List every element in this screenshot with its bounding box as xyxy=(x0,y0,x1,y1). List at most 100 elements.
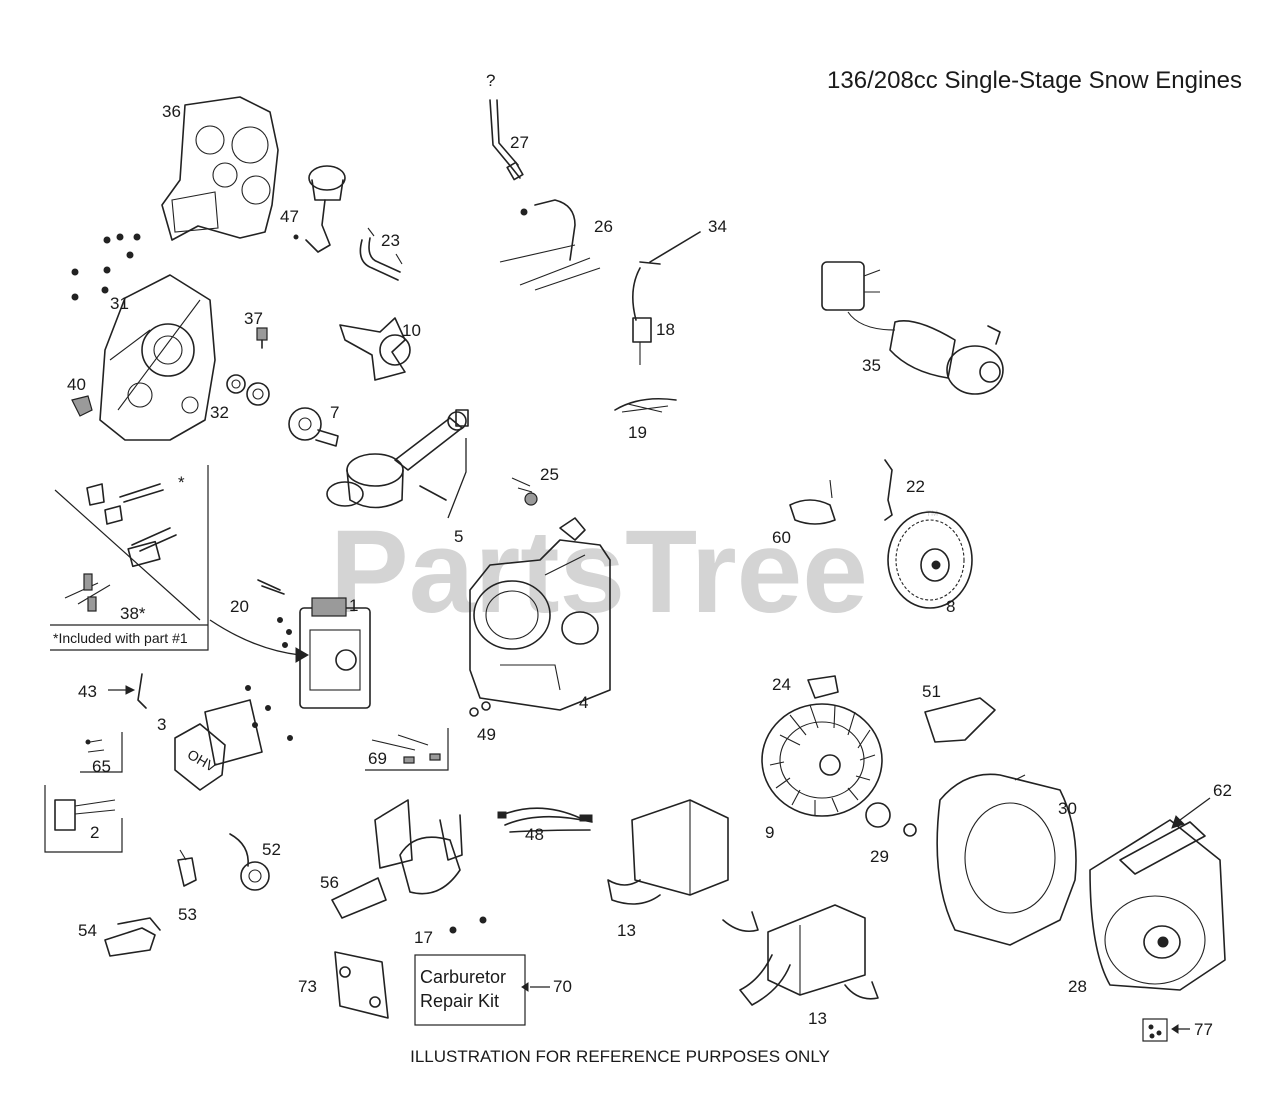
label-73: 73 xyxy=(298,977,317,996)
label-35: 35 xyxy=(862,356,881,375)
oil-sensor-52[interactable] xyxy=(229,833,270,891)
label-37: 37 xyxy=(244,309,263,328)
label-24: 24 xyxy=(772,675,791,694)
cylinder-stud-20[interactable] xyxy=(257,579,285,595)
label-17: 17 xyxy=(414,928,433,947)
label-31: 31 xyxy=(110,294,129,313)
label-69: 69 xyxy=(368,749,387,768)
oil-fill-cap-47[interactable] xyxy=(293,165,346,253)
included-with-part-1-note: *Included with part #1 xyxy=(53,630,188,646)
label-5: 5 xyxy=(454,527,463,546)
hardware-kit-69[interactable] xyxy=(365,728,449,771)
ground-wire-34[interactable] xyxy=(632,231,701,365)
label-3: 3 xyxy=(157,715,166,734)
label-23: 23 xyxy=(381,231,400,250)
label-13a: 13 xyxy=(617,921,636,940)
wire-harness-19[interactable] xyxy=(614,397,677,413)
valve-cover-3[interactable]: OHV xyxy=(174,685,293,791)
label-48: 48 xyxy=(525,825,544,844)
bearings-32[interactable] xyxy=(226,374,270,406)
callout-labels: 36 47 23 27 26 34 18 35 31 37 10 40 32 7… xyxy=(67,102,1232,1039)
label-77: 77 xyxy=(1194,1020,1213,1039)
choke-plate-73[interactable] xyxy=(334,951,389,1019)
drain-plug-40[interactable] xyxy=(71,395,93,417)
carb-kit-line2: Repair Kit xyxy=(420,991,499,1011)
label-38: 38* xyxy=(120,604,146,623)
governor-rod-27[interactable] xyxy=(489,99,524,181)
label-54: 54 xyxy=(78,921,97,940)
flywheel-fan-9[interactable] xyxy=(761,703,883,817)
bracket-56[interactable] xyxy=(331,877,387,919)
keys-54[interactable] xyxy=(104,917,161,957)
label-26: 26 xyxy=(594,217,613,236)
label-43: 43 xyxy=(78,682,97,701)
gasket-36[interactable] xyxy=(161,96,279,241)
carb-kit-line1: Carburetor xyxy=(420,967,506,987)
sensor-37[interactable] xyxy=(256,327,268,349)
bracket-24[interactable] xyxy=(807,675,839,699)
unknown-part-marker: ? xyxy=(486,71,495,90)
kit-38-frame xyxy=(50,465,209,651)
label-20: 20 xyxy=(230,597,249,616)
label-10: 10 xyxy=(402,321,421,340)
label-40: 40 xyxy=(67,375,86,394)
pin-43[interactable] xyxy=(108,673,147,709)
label-2: 2 xyxy=(90,823,99,842)
bolt-set-65[interactable] xyxy=(80,732,123,773)
parts-tree-watermark: PartsTree xyxy=(330,506,868,638)
label-49: 49 xyxy=(477,725,496,744)
label-70: 70 xyxy=(553,977,572,996)
muffler-13a[interactable] xyxy=(607,799,759,933)
label-34: 34 xyxy=(708,217,727,236)
label-star: * xyxy=(178,473,185,492)
flywheel-8[interactable] xyxy=(887,511,973,609)
engine-block-4[interactable] xyxy=(469,517,611,711)
crankcase-cover-31[interactable] xyxy=(71,233,216,441)
breather-hose-23[interactable] xyxy=(359,227,403,281)
label-27: 27 xyxy=(510,133,529,152)
camshaft-gear-7[interactable] xyxy=(288,407,339,447)
blower-housing-30[interactable] xyxy=(936,773,1077,946)
bracket-22[interactable] xyxy=(884,459,893,521)
wire-connectors-48[interactable] xyxy=(497,807,593,833)
label-4: 4 xyxy=(579,693,588,712)
label-13b: 13 xyxy=(808,1009,827,1028)
label-52: 52 xyxy=(262,840,281,859)
label-56: 56 xyxy=(320,873,339,892)
shield-51[interactable] xyxy=(924,697,996,743)
watermark-trademark: ™ xyxy=(925,507,939,523)
switch-53[interactable] xyxy=(177,849,197,887)
diagram-title: 136/208cc Single-Stage Snow Engines xyxy=(827,67,1242,94)
label-1: 1 xyxy=(349,596,358,615)
label-65: 65 xyxy=(92,757,111,776)
valve-kit-38[interactable] xyxy=(64,483,177,612)
muffler-13b[interactable] xyxy=(739,904,879,1006)
label-36: 36 xyxy=(162,102,181,121)
carburetor-repair-kit-70[interactable]: Carburetor Repair Kit xyxy=(414,954,550,1026)
hardware-77[interactable] xyxy=(1142,1018,1190,1042)
label-25: 25 xyxy=(540,465,559,484)
label-47: 47 xyxy=(280,207,299,226)
carburetor-17[interactable] xyxy=(374,799,487,934)
electric-starter-35[interactable] xyxy=(821,261,1004,395)
cylinder-head-1[interactable] xyxy=(209,597,371,709)
label-28: 28 xyxy=(1068,977,1087,996)
label-51: 51 xyxy=(922,682,941,701)
gasket-set-2[interactable] xyxy=(44,785,123,853)
label-8: 8 xyxy=(946,597,955,616)
label-22: 22 xyxy=(906,477,925,496)
label-60: 60 xyxy=(772,528,791,547)
label-29: 29 xyxy=(870,847,889,866)
starter-cup-29[interactable] xyxy=(865,802,917,837)
ignition-coil-60[interactable] xyxy=(789,479,836,525)
label-19: 19 xyxy=(628,423,647,442)
crankshaft-10[interactable] xyxy=(339,317,411,381)
recoil-starter-28[interactable] xyxy=(1089,819,1226,991)
linkage-26[interactable] xyxy=(499,199,601,291)
piston-rod-5[interactable] xyxy=(326,409,469,519)
label-18: 18 xyxy=(656,320,675,339)
label-62: 62 xyxy=(1213,781,1232,800)
washers-49[interactable] xyxy=(469,701,491,717)
spark-plug-25[interactable] xyxy=(511,477,538,506)
